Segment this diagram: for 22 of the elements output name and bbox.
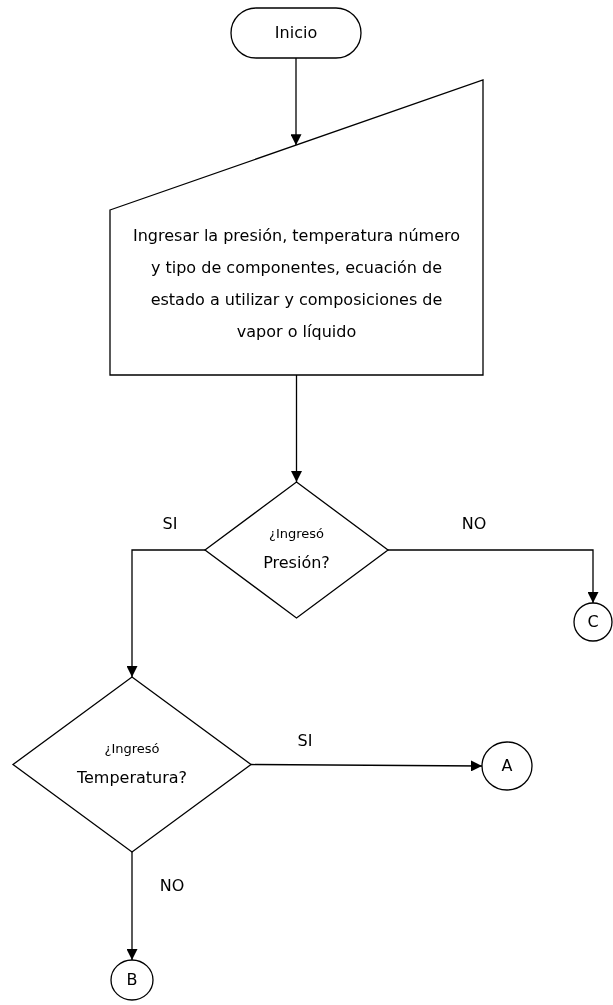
node-label: B (126, 968, 138, 991)
arrow (126, 851, 138, 961)
arrow (250, 760, 483, 772)
node-label: Temperatura? (76, 766, 188, 789)
node-label: Inicio (274, 21, 318, 44)
question-prefix: ¿Ingresó (104, 739, 160, 758)
connector-circle (574, 603, 612, 641)
node-label: C (587, 610, 599, 633)
connector-circle (482, 742, 532, 790)
arrow (290, 57, 302, 146)
manual-input-shape (110, 80, 483, 375)
node-label: Ingresar la presión, temperatura número y tipo de componentes, ecuación de estado a utilizar y composiciones de vapor o líquido (132, 225, 461, 343)
node-label: A (501, 754, 513, 777)
arrow (387, 549, 599, 604)
connector-circle (111, 960, 153, 1000)
arrow (126, 549, 206, 678)
question-prefix: ¿Ingresó (269, 525, 324, 543)
decision-diamond (205, 482, 388, 618)
node-label: Presión? (263, 552, 330, 574)
arrow (291, 374, 302, 483)
decision-diamond (13, 677, 251, 852)
terminator-shape (231, 8, 361, 58)
